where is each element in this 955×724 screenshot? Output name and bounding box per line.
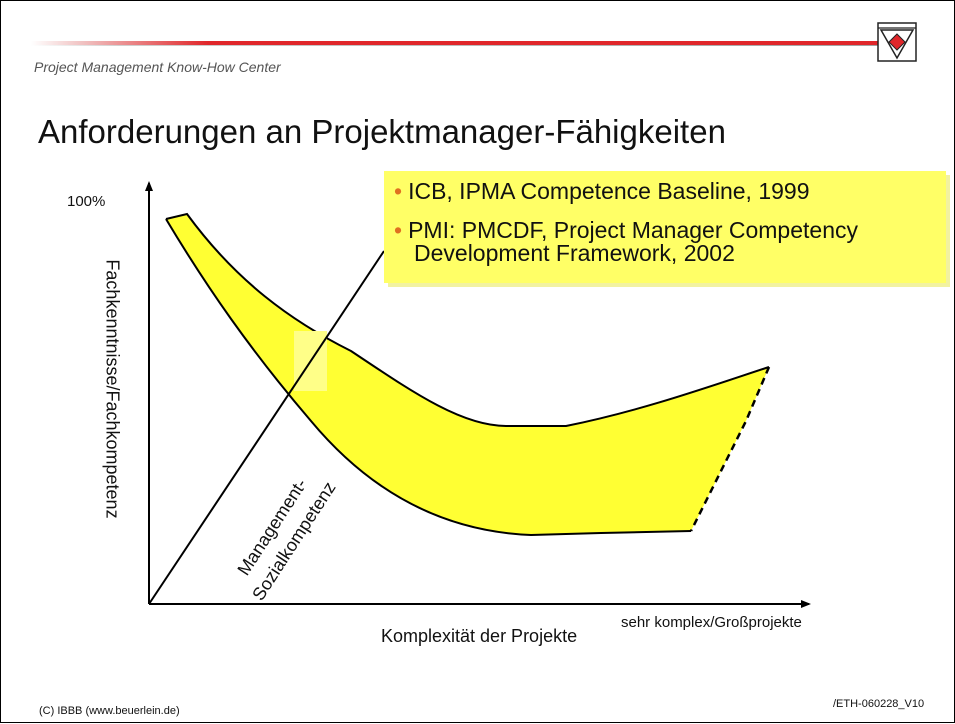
y-max-label: 100%: [67, 193, 106, 210]
band-lower-edge: [165, 218, 692, 537]
bullet-box: •ICB, IPMA Competence Baseline, 1999 •PM…: [384, 171, 946, 283]
bullet-item-pmi-continuation: Development Framework, 2002: [414, 240, 735, 266]
triangle-diamond-logo-icon: [877, 22, 917, 62]
bullet-item-icb: •ICB, IPMA Competence Baseline, 1999: [394, 178, 810, 204]
footer-copyright: (C) IBBB (www.beuerlein.de): [39, 705, 180, 717]
header-rule-shadow: [31, 45, 916, 46]
y-axis-label: Fachkenntnisse/Fachkompetenz: [102, 259, 123, 519]
bullet-item-pmi: •PMI: PMCDF, Project Manager Competency: [394, 217, 858, 243]
header-title: Project Management Know-How Center: [34, 59, 281, 75]
header-rule: [31, 41, 916, 45]
diagonal-axis: [148, 250, 385, 605]
bullet-text: ICB, IPMA Competence Baseline, 1999: [408, 178, 810, 204]
bullet-dot-icon: •: [394, 178, 403, 204]
bullet-text: PMI: PMCDF, Project Manager Competency: [408, 217, 858, 243]
bullet-dot-icon: •: [394, 217, 403, 243]
x-axis-label: Komplexität der Projekte: [381, 626, 578, 646]
band-upper-edge: [165, 212, 770, 427]
x-axis-end-label: sehr komplex/Großprojekte: [621, 614, 802, 631]
slide-title: Anforderungen an Projektmanager-Fähigkei…: [38, 113, 726, 150]
footer-version: /ETH-060228_V10: [833, 698, 925, 710]
competency-band: [166, 214, 769, 535]
